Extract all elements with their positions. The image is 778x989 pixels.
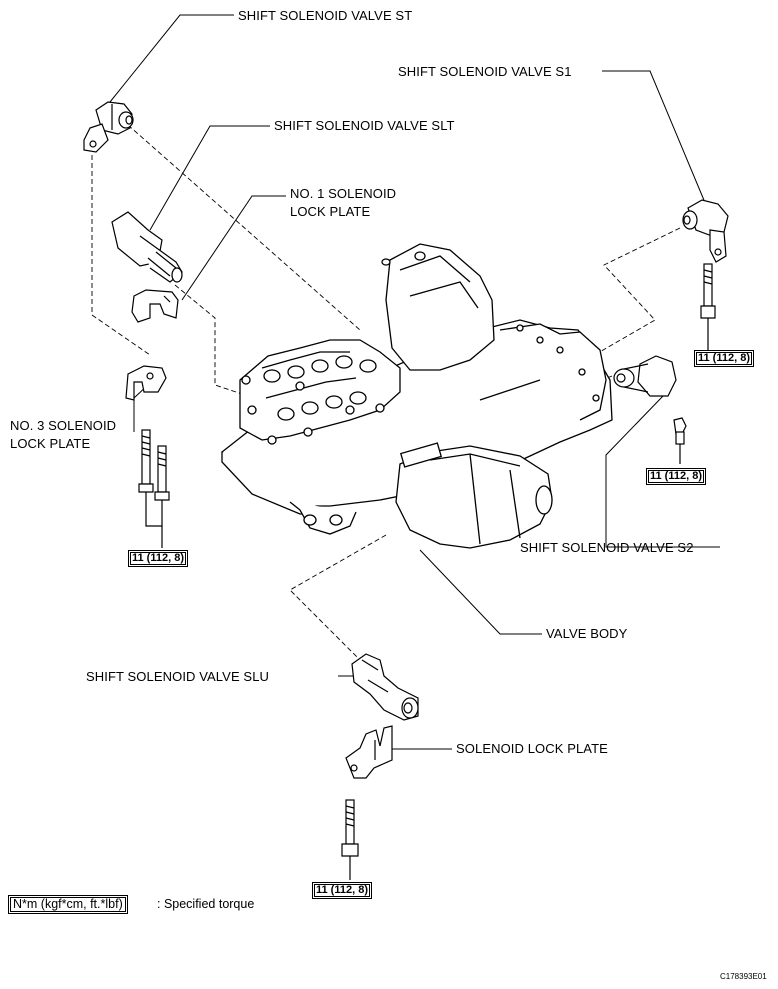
solenoid-slu-icon bbox=[351, 653, 419, 721]
lock-plate-3-icon bbox=[125, 365, 167, 401]
bolt-right-lower-icon bbox=[673, 417, 687, 464]
label-shift-solenoid-valve-st: SHIFT SOLENOID VALVE ST bbox=[238, 8, 413, 23]
solenoid-s1-icon bbox=[682, 199, 729, 263]
label-shift-solenoid-valve-slt: SHIFT SOLENOID VALVE SLT bbox=[274, 118, 455, 133]
solenoid-lock-plate-icon bbox=[345, 725, 393, 779]
alignment-dashes bbox=[91, 124, 681, 661]
label-no3-solenoid-lock-plate-line2: LOCK PLATE bbox=[10, 436, 91, 451]
label-shift-solenoid-valve-slu: SHIFT SOLENOID VALVE SLU bbox=[86, 669, 270, 684]
torque-spec-left: 11 (112, 8) bbox=[128, 550, 188, 567]
solenoid-slt-icon bbox=[111, 211, 183, 283]
label-no1-solenoid-lock-plate-line1: NO. 1 SOLENOID bbox=[290, 186, 397, 201]
torque-spec-bottom: 11 (112, 8) bbox=[312, 882, 372, 899]
label-valve-body: VALVE BODY bbox=[546, 626, 628, 641]
label-no1-solenoid-lock-plate-line2: LOCK PLATE bbox=[290, 204, 371, 219]
torque-spec-right-upper: 11 (112, 8) bbox=[694, 350, 754, 367]
solenoid-st-icon bbox=[83, 101, 134, 153]
figure-code: C178393E01 bbox=[720, 972, 767, 981]
lock-plate-1-icon bbox=[131, 289, 179, 323]
valve-body-icon bbox=[221, 243, 613, 549]
solenoid-s2-icon bbox=[613, 355, 677, 397]
valve-spools bbox=[239, 339, 401, 445]
label-shift-solenoid-valve-s1: SHIFT SOLENOID VALVE S1 bbox=[398, 64, 572, 79]
label-no3-solenoid-lock-plate-line1: NO. 3 SOLENOID bbox=[10, 418, 117, 433]
bolts-left-icon bbox=[138, 429, 170, 548]
bolt-bottom-icon bbox=[341, 799, 359, 880]
leader-lines bbox=[109, 14, 720, 750]
torque-spec-right-lower: 11 (112, 8) bbox=[646, 468, 706, 485]
legend-torque-unit: N*m (kgf*cm, ft.*lbf) bbox=[8, 895, 128, 914]
bolt-right-upper-icon bbox=[700, 263, 716, 350]
label-solenoid-lock-plate: SOLENOID LOCK PLATE bbox=[456, 741, 608, 756]
legend-torque-description: : Specified torque bbox=[157, 897, 255, 911]
label-shift-solenoid-valve-s2: SHIFT SOLENOID VALVE S2 bbox=[520, 540, 694, 555]
